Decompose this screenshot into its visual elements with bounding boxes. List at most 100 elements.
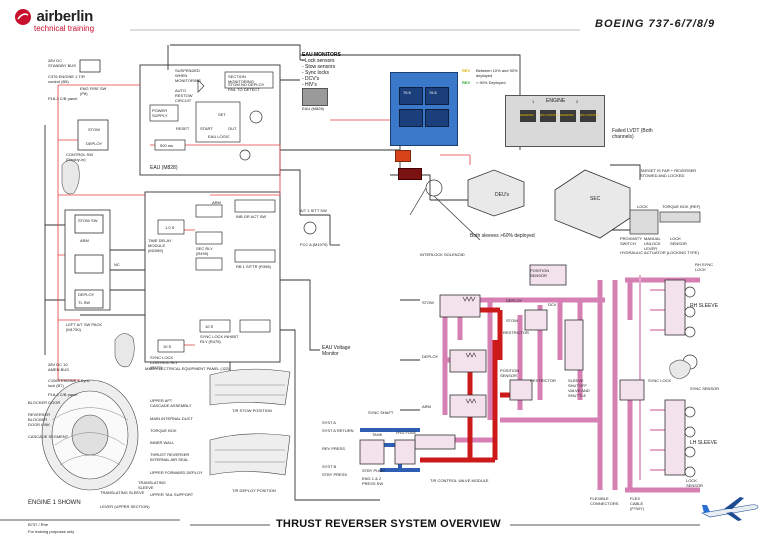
deus-label: DEU's (495, 192, 510, 198)
flex-connectors: FLEXIBLE CONNECTORS (590, 496, 619, 506)
engine-panel-title: ENGINE (546, 98, 566, 104)
engine-shown-caption: ENGINE 1 SHOWN (28, 500, 81, 506)
sync-lock: SYNC LOCK (648, 378, 672, 383)
sync-sensor: SYNC SENSOR (690, 386, 720, 391)
hyd-deploy-2: DEPLOY (506, 298, 523, 303)
engine-label: UPPER FORWARD DEPLOY (150, 470, 203, 475)
control-sw-label: CONTROL SW (Deploy-in) (66, 152, 93, 162)
interlock-label: INTERLOCK SOLENOID (420, 252, 465, 257)
sync-shaft: SYNC SHAFT (368, 410, 394, 415)
pump-label: STBY PUMP (362, 468, 386, 473)
red-indicator (398, 168, 422, 180)
rh-sync-lock: RH SYNC LOCK (695, 262, 714, 272)
relay-at-sw: A/T 1 SITT SW (300, 208, 327, 213)
monitor-item: - HIV's (302, 82, 317, 88)
eau-logic: EAU LOGIC (208, 134, 230, 139)
manual-lever-label: MANUAL UNLOCK LEVER (644, 236, 661, 251)
relay-sec: SEC RLY (R499) (196, 246, 213, 256)
hyd-fuse: HYD FUSE (396, 430, 417, 435)
footer-note: For training purposes only (28, 529, 75, 534)
rev2-text: > 90% Deployed (476, 80, 506, 85)
syst-a: SYST A (322, 420, 336, 425)
position-sensor-2: POSITION SENSOR (500, 368, 520, 378)
panel-upper-label: P18-2 C/B panel (48, 96, 78, 101)
sleeves-note: Both sleeves >60% deployed (470, 233, 535, 239)
hyd-stow-2: STOW (506, 318, 518, 323)
monitor-item: - Sync locks (302, 70, 329, 76)
hyd-arm: ARM (422, 404, 431, 409)
gauge-lower-right (425, 109, 449, 127)
monitor-item: - Lock sensors (302, 58, 335, 64)
relay-ms3: 10 S (205, 324, 214, 329)
flex-cable: FLEX CABLE (FTWY) (630, 496, 644, 511)
rev-press: REV PRESS (322, 446, 345, 451)
aircraft-icon (701, 497, 759, 521)
eau-unit-image (302, 88, 328, 106)
arm-left-label: ARM (80, 238, 89, 243)
eau-out: OUT (228, 126, 237, 131)
stow-sw-label: STOW SW (78, 218, 98, 223)
engine-label: TRANSLATING SLEEVE (138, 480, 166, 490)
monitor-item: - Stow sensors (302, 64, 336, 70)
airberlin-logo-icon (15, 9, 31, 25)
fire-sw-label: ENG FIRE SW (P8) (80, 86, 107, 96)
engine-label: UPPER AFT CASCADE ASSEMBLY (150, 398, 192, 408)
engine-warning-panel: ENGINE 1 2 REVERSER ENG CONTROL REVERSER… (505, 95, 605, 147)
tr-stow-position: T/R STOW POSITION (232, 408, 272, 413)
eau-power: POWER SUPPLY (152, 108, 168, 118)
nc-label: NC (114, 262, 120, 267)
tank-label: TANK (372, 432, 383, 437)
eau-unit-caption: EAU (M828) (302, 106, 325, 111)
syst-a-return: SYST A RETURN (322, 428, 354, 433)
engine-label: CASCADE SEGMENT (28, 434, 69, 439)
relay-inb: INB GR ACT SW (236, 214, 267, 219)
model-title: BOEING 737-6/7/8/9 (595, 18, 716, 30)
eau-ms: 500 ms (160, 143, 174, 148)
deploy-label: DEPLOY (86, 141, 103, 146)
relay-tdm: TIME DELAY MODULE (M2089) (148, 238, 172, 253)
lh-sleeve: LH SLEEVE (690, 440, 718, 446)
dcv-label: DCV (548, 302, 557, 307)
eau-start: START (200, 126, 213, 131)
engine-panel-left: 1 (532, 99, 535, 104)
amber-indicator (395, 150, 411, 162)
hyd-deploy: DEPLOY (422, 354, 439, 359)
rev-text: Between 10% and 90% deployed (476, 68, 518, 78)
lock-sensor-2: LOCK SENSOR (686, 478, 703, 488)
monitor-item: - DCV's (302, 76, 320, 82)
eau-dt4: STOW NO DEPLOY FAIL TO DETECT (228, 82, 265, 92)
stow-label: STOW (88, 127, 100, 132)
engine-label: BLOCKER DOOR (28, 400, 61, 405)
eau-reset: RESET (176, 126, 190, 131)
relay-arm: ARM (212, 200, 221, 205)
engine-panel-caption: Failed LVDT (Both channels) (612, 128, 653, 140)
engine-label: LEVER (UPPER SECTION) (100, 504, 150, 509)
lock-label: LOCK (637, 204, 648, 209)
tr-deploy-position: T/R DEPLOY POSITION (232, 488, 276, 493)
fcc-label: FCC A (M1979) (300, 242, 328, 247)
reverser-light-1: REVERSER (520, 110, 536, 122)
press-sw-label: ENG 1 & 2 PRESS SW (362, 476, 384, 486)
reverser-light-2: REVERSER (560, 110, 576, 122)
engine-label: MAIN INTERNAL DUCT (150, 416, 193, 421)
engine-display-panel: 76.5 76.5 (390, 72, 458, 146)
sec-label: SEC (590, 196, 601, 202)
eng-control-light-2: ENG CONTROL (580, 110, 598, 122)
n1-gauge-right: 76.5 (425, 87, 449, 105)
tl-sw-label: TL SW (78, 300, 91, 305)
n1-value-left: 76.5 (403, 90, 411, 95)
brand-subtitle: technical training (34, 24, 95, 34)
proximity-switch-label: PROXIMITY SWITCH (620, 236, 642, 246)
eau-voltage-monitor: EAU Voltage Monitor (322, 345, 351, 357)
eau-dt2: AUTO RESTOW CIRCUIT (175, 88, 193, 103)
eau-dt3: SECTION MONITORING (228, 74, 254, 84)
hyd-stow: STOW (422, 300, 434, 305)
rev2-label: REV (462, 80, 471, 85)
engine-label: INNER WALL (150, 440, 175, 445)
control-valve-module: T/R CONTROL VALVE MODULE (430, 478, 489, 483)
eau-set: SET (218, 112, 226, 117)
eau-title: EAU (M828) (150, 165, 178, 171)
m-panel-label: M480 ELECTRICAL EQUIPMENT PANEL (J22) (145, 366, 230, 371)
panel-lower-label: P18-2 C/B panel (48, 392, 78, 397)
torque-box-label: TORQUE BOX (REF) (662, 204, 701, 209)
